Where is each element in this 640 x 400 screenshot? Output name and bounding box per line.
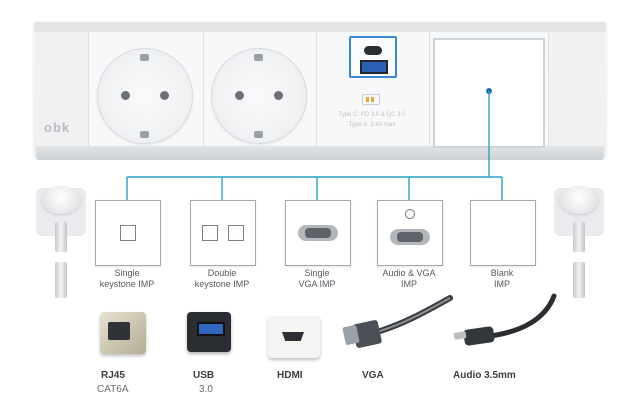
imp-plate-vga: [285, 200, 351, 266]
earth-clip-bottom-icon: [254, 131, 263, 138]
imp-plate-single-keystone: [95, 200, 161, 266]
audio-jack-cable-icon: [453, 293, 557, 346]
right-clamp-rod-lower: [573, 262, 585, 298]
right-end-cap: [552, 32, 604, 146]
imp-plate-audio-vga: [377, 200, 443, 266]
imp-plate-blank: [470, 200, 536, 266]
keystone-single-icon: [120, 225, 136, 241]
right-clamp-rod: [573, 222, 585, 252]
connector-label-audio: Audio 3.5mm: [453, 370, 516, 381]
vga-port-icon: [298, 225, 338, 241]
brand-logo: obk: [44, 120, 71, 135]
left-clamp-knob-icon: [42, 186, 80, 214]
audio-vga-icon: [390, 229, 430, 245]
usb-spec-line-2: Type A: 2.4A max: [348, 122, 396, 128]
right-clamp-knob-icon: [560, 186, 598, 214]
hdmi-port-icon: [282, 332, 304, 341]
earth-clip-top-icon: [254, 54, 263, 61]
rj45-keystone-icon: [100, 312, 146, 354]
connector-sub-usb: 3.0: [199, 384, 213, 395]
socket-pin-hole-icon: [160, 91, 169, 100]
left-end-cap: [36, 32, 88, 146]
battery-charge-icon: [362, 94, 380, 105]
left-clamp-rod: [55, 222, 67, 252]
socket-pin-hole-icon: [235, 91, 244, 100]
vga-cable-icon: [342, 295, 453, 348]
connector-label-hdmi: HDMI: [277, 370, 303, 381]
socket-pin-hole-icon: [121, 91, 130, 100]
imp-plate-double-keystone: [190, 200, 256, 266]
usb-a-port-icon: [360, 60, 388, 74]
connector-label-rj45: RJ45: [101, 370, 125, 381]
socket-pin-hole-icon: [274, 91, 283, 100]
keystone-double-icon: [202, 225, 218, 241]
usb-port-icon: [197, 322, 225, 336]
earth-clip-bottom-icon: [140, 131, 149, 138]
unit-top-edge: [34, 22, 606, 32]
connector-label-usb: USB: [193, 370, 215, 381]
earth-clip-top-icon: [140, 54, 149, 61]
audio-jack-icon: [405, 209, 415, 219]
usb-c-port-icon: [364, 46, 382, 55]
mounting-rail: [36, 146, 604, 160]
keystone-double-icon: [228, 225, 244, 241]
power-socket-2: [211, 48, 307, 144]
usb-spec-line-1: Type C: PD 3.0 & QC 3.0: [338, 112, 406, 118]
usb-port-highlight: [349, 36, 397, 78]
connector-label-vga: VGA: [362, 370, 384, 381]
connector-sub-rj45: CAT6A: [97, 384, 129, 395]
power-socket-1: [97, 48, 193, 144]
left-clamp-rod-lower: [55, 262, 67, 298]
